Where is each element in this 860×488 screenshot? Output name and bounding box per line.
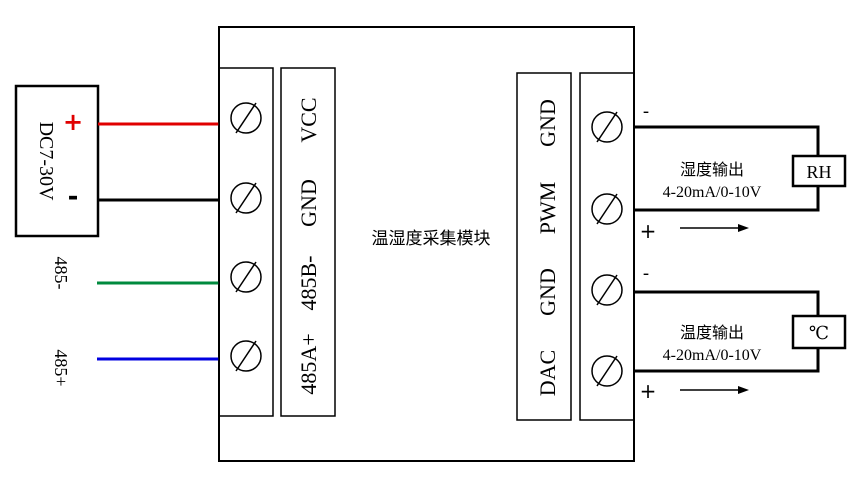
temperature-sensor-box [791,314,847,350]
terminal-label-gnd-bottom: GND [535,268,560,316]
terminal-label-gnd: GND [296,179,321,227]
left-label-strip [280,67,336,417]
rs485-minus-label: 485- [51,257,71,290]
right-screw-2 [591,193,623,225]
temperature-output-range: 4-20mA/0-10V [663,347,762,364]
power-supply-box [14,84,100,238]
humidity-minus-sign: - [643,101,650,122]
left-screw-2 [230,182,262,214]
temperature-loop-top-wire [634,290,820,316]
temperature-current-arrow-icon [738,386,749,394]
temperature-output-title: 温度输出 [680,323,744,342]
terminal-label-vcc: VCC [296,97,321,142]
humidity-sensor-label: RH [806,162,831,182]
humidity-plus-sign: + [640,219,657,243]
power-supply-label: DC7-30V [35,122,57,201]
humidity-output-loop: RH - + 湿度输出 4-20mA/0-10V [634,101,847,243]
power-minus-sign: - [68,182,79,212]
left-screw-1 [230,102,262,134]
power-supply: DC7-30V + - [14,84,100,238]
temperature-plus-sign: + [640,379,657,403]
terminal-label-485a: 485A+ [296,333,321,394]
right-screw-1 [591,111,623,143]
module-title: 温湿度采集模块 [372,229,491,249]
left-screw-4 [230,340,262,372]
humidity-output-title: 湿度输出 [680,160,744,179]
terminal-label-485b: 485B- [296,256,321,311]
temperature-minus-sign: - [643,263,650,284]
rs485-plus-label: 485+ [51,349,71,386]
humidity-current-arrow-icon [738,224,749,232]
humidity-loop-top-wire [634,125,820,156]
humidity-sensor-box [791,154,847,188]
temperature-loop-bottom-wire [634,348,820,373]
right-screw-3 [591,274,623,306]
terminal-label-dac: DAC [535,350,560,396]
humidity-loop-bottom-wire [634,186,820,212]
right-label-strip [516,72,572,421]
terminal-label-pwm: PWM [535,182,560,235]
temperature-sensor-label: ℃ [809,323,829,343]
right-screw-4 [591,355,623,387]
right-terminal-block [579,72,635,421]
terminal-label-gnd-top: GND [535,99,560,147]
temperature-output-loop: ℃ - + 温度输出 4-20mA/0-10V [634,263,847,403]
left-terminal-block [218,67,274,417]
left-screw-3 [230,261,262,293]
humidity-output-range: 4-20mA/0-10V [663,184,762,201]
power-plus-sign: + [63,108,83,136]
